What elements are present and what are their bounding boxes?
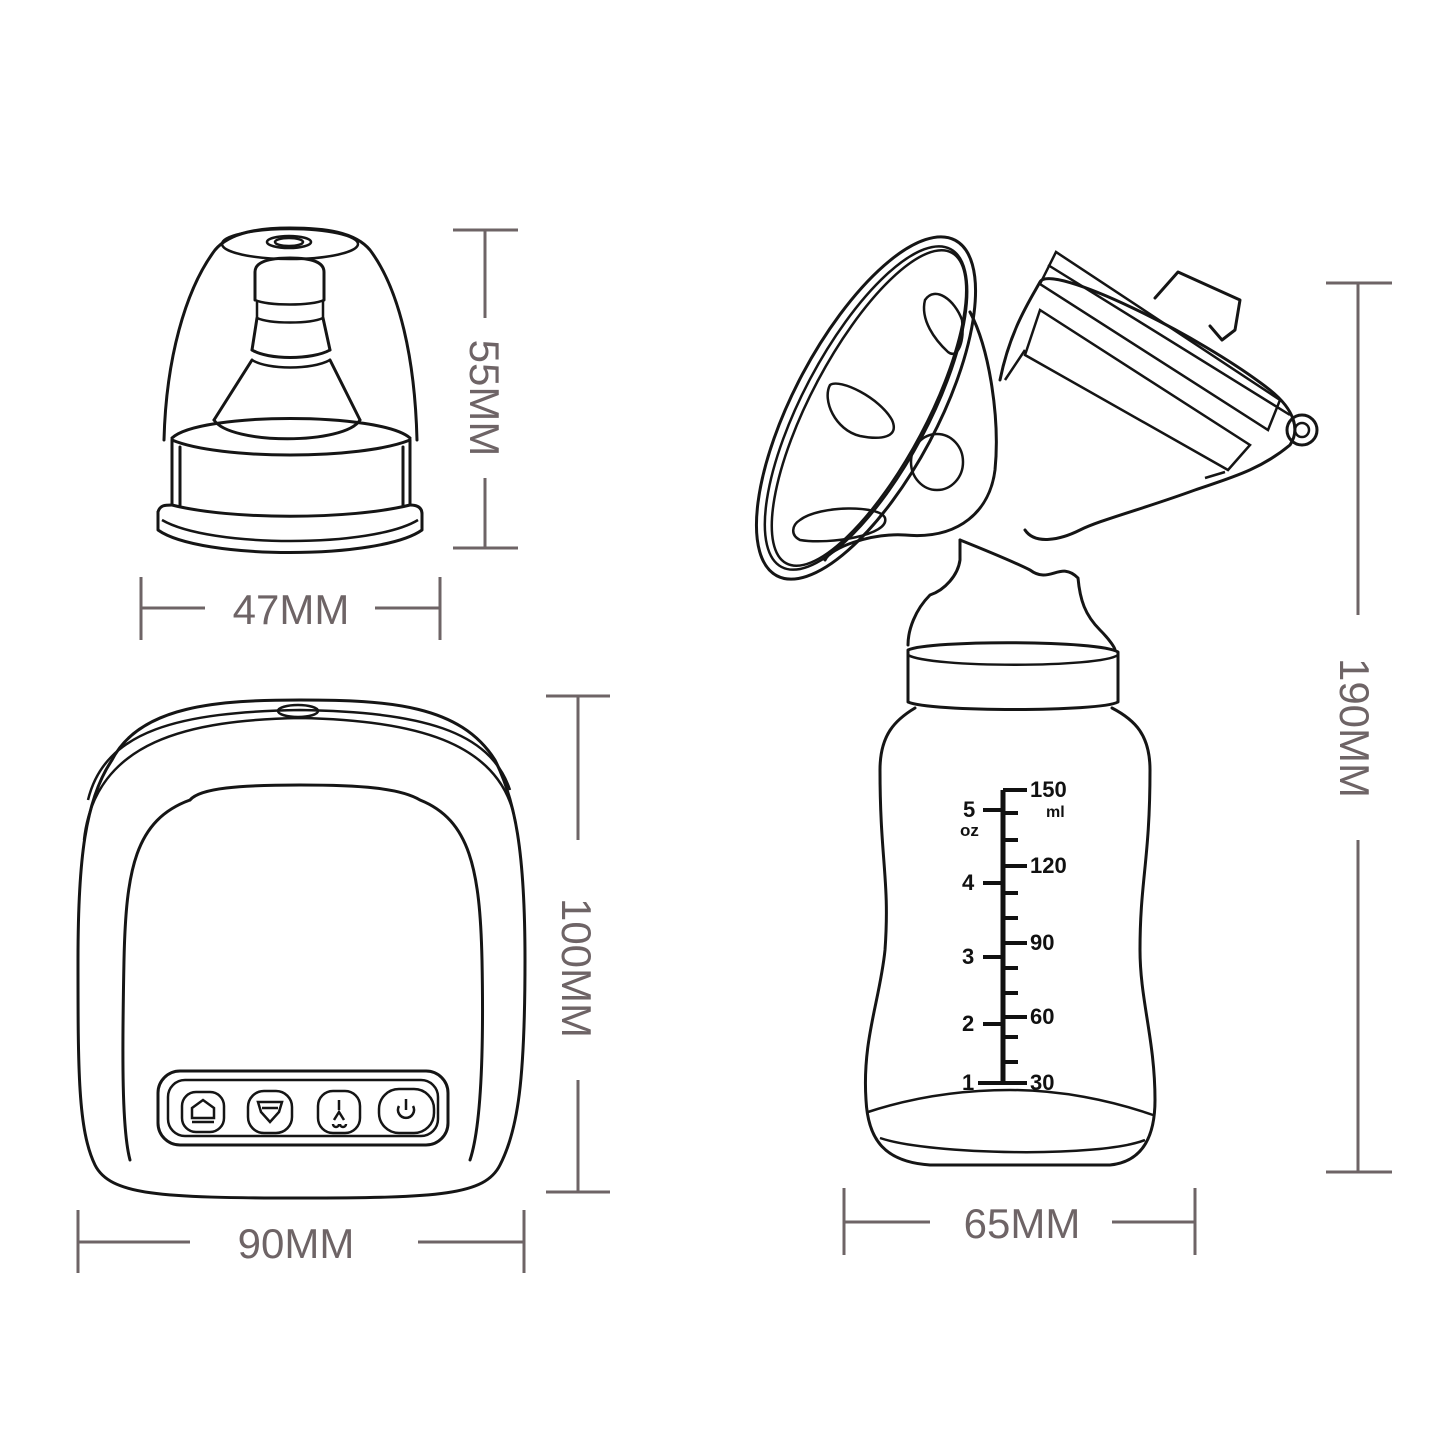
ml-label-30: 30 (1030, 1070, 1054, 1095)
cap-height-label: 55MM (461, 340, 508, 457)
bottle-width-label: 65MM (964, 1200, 1081, 1247)
bottle-width-dimension: 65MM (842, 1188, 1197, 1255)
cap-width-dimension: 47MM (139, 577, 442, 640)
level-down-icon (256, 1100, 284, 1124)
oz-label-2: 2 (962, 1011, 974, 1036)
motor-width-label: 90MM (238, 1220, 355, 1267)
cap-width-label: 47MM (233, 586, 350, 633)
cap-height-dimension: 55MM (453, 228, 518, 550)
power-button[interactable] (377, 1087, 436, 1135)
oz-label-3: 3 (962, 944, 974, 969)
motor-unit-drawing (76, 698, 527, 1200)
oz-label-5: 5 (963, 797, 975, 822)
massage-button[interactable] (316, 1089, 362, 1135)
ml-label-90: 90 (1030, 930, 1054, 955)
motor-width-dimension: 90MM (76, 1210, 526, 1273)
mode-button[interactable] (180, 1090, 226, 1134)
oz-label-1: 1 (962, 1070, 974, 1095)
bottle-measurement-scale: 150 ml 120 90 60 30 5 oz 4 3 2 1 (960, 777, 1067, 1095)
motor-height-label: 100MM (553, 898, 600, 1038)
bottle-cap-drawing (156, 226, 424, 554)
power-icon (396, 1099, 416, 1120)
massage-icon (331, 1100, 348, 1129)
motor-height-dimension: 100MM (546, 694, 610, 1194)
mode-icon (190, 1098, 216, 1124)
oz-unit: oz (960, 821, 979, 840)
ml-label-150: 150 (1030, 777, 1067, 802)
level-button[interactable] (246, 1089, 294, 1135)
ml-label-60: 60 (1030, 1004, 1054, 1029)
ml-label-120: 120 (1030, 853, 1067, 878)
pump-height-label: 190MM (1331, 658, 1378, 798)
ml-unit: ml (1046, 804, 1065, 821)
pump-height-dimension: 190MM (1326, 281, 1392, 1174)
pump-assembly-drawing (754, 235, 1319, 1167)
oz-label-4: 4 (962, 870, 975, 895)
